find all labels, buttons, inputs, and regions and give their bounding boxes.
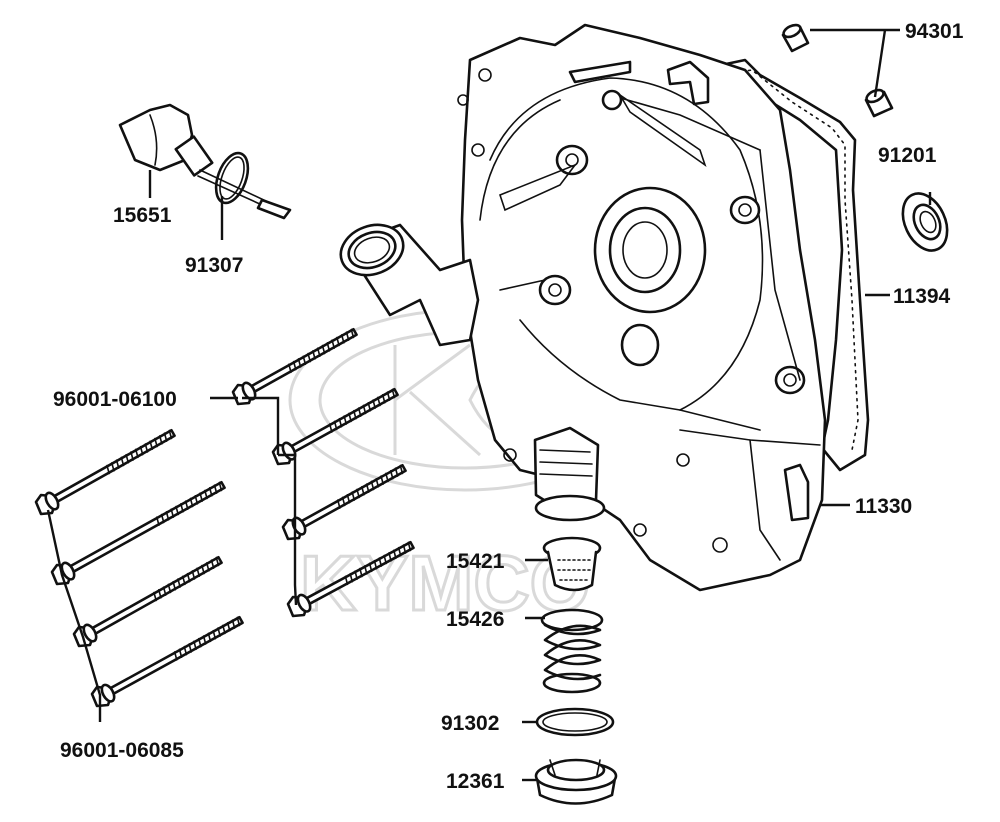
bolt-long-3 xyxy=(281,463,407,541)
drain-plug xyxy=(534,758,618,805)
bolts-06100 xyxy=(231,327,415,618)
bolt-short-1 xyxy=(34,428,176,516)
filler-neck xyxy=(339,223,480,347)
label-11394: 11394 xyxy=(893,285,951,308)
dowel-pins xyxy=(781,23,894,118)
strainer-screen xyxy=(542,536,602,592)
label-94301: 94301 xyxy=(905,20,964,43)
label-15426: 15426 xyxy=(446,608,504,631)
crankcase-cover xyxy=(457,23,827,592)
label-15421: 15421 xyxy=(446,550,505,573)
part-number-labels: 94301 91201 11394 11330 15651 91307 9600… xyxy=(53,20,964,793)
bolt-short-4 xyxy=(90,615,244,708)
dipstick-plug xyxy=(118,103,292,220)
bolt-short-3 xyxy=(72,555,223,648)
label-11330: 11330 xyxy=(855,495,912,518)
label-96001-06085: 96001-06085 xyxy=(60,739,184,762)
bolts-06085 xyxy=(34,428,244,708)
spring xyxy=(540,608,604,694)
label-96001-06100: 96001-06100 xyxy=(53,388,177,411)
label-15651: 15651 xyxy=(113,204,172,227)
oil-seal xyxy=(901,192,949,252)
leader-lines xyxy=(46,28,932,782)
bolt-long-2 xyxy=(271,387,399,466)
label-91307: 91307 xyxy=(185,254,243,277)
bolt-long-1 xyxy=(231,327,358,406)
gasket-outline xyxy=(686,58,870,472)
label-91302: 91302 xyxy=(441,712,499,735)
label-91201: 91201 xyxy=(878,144,937,167)
bolt-long-4 xyxy=(286,540,415,618)
label-12361: 12361 xyxy=(446,770,505,793)
